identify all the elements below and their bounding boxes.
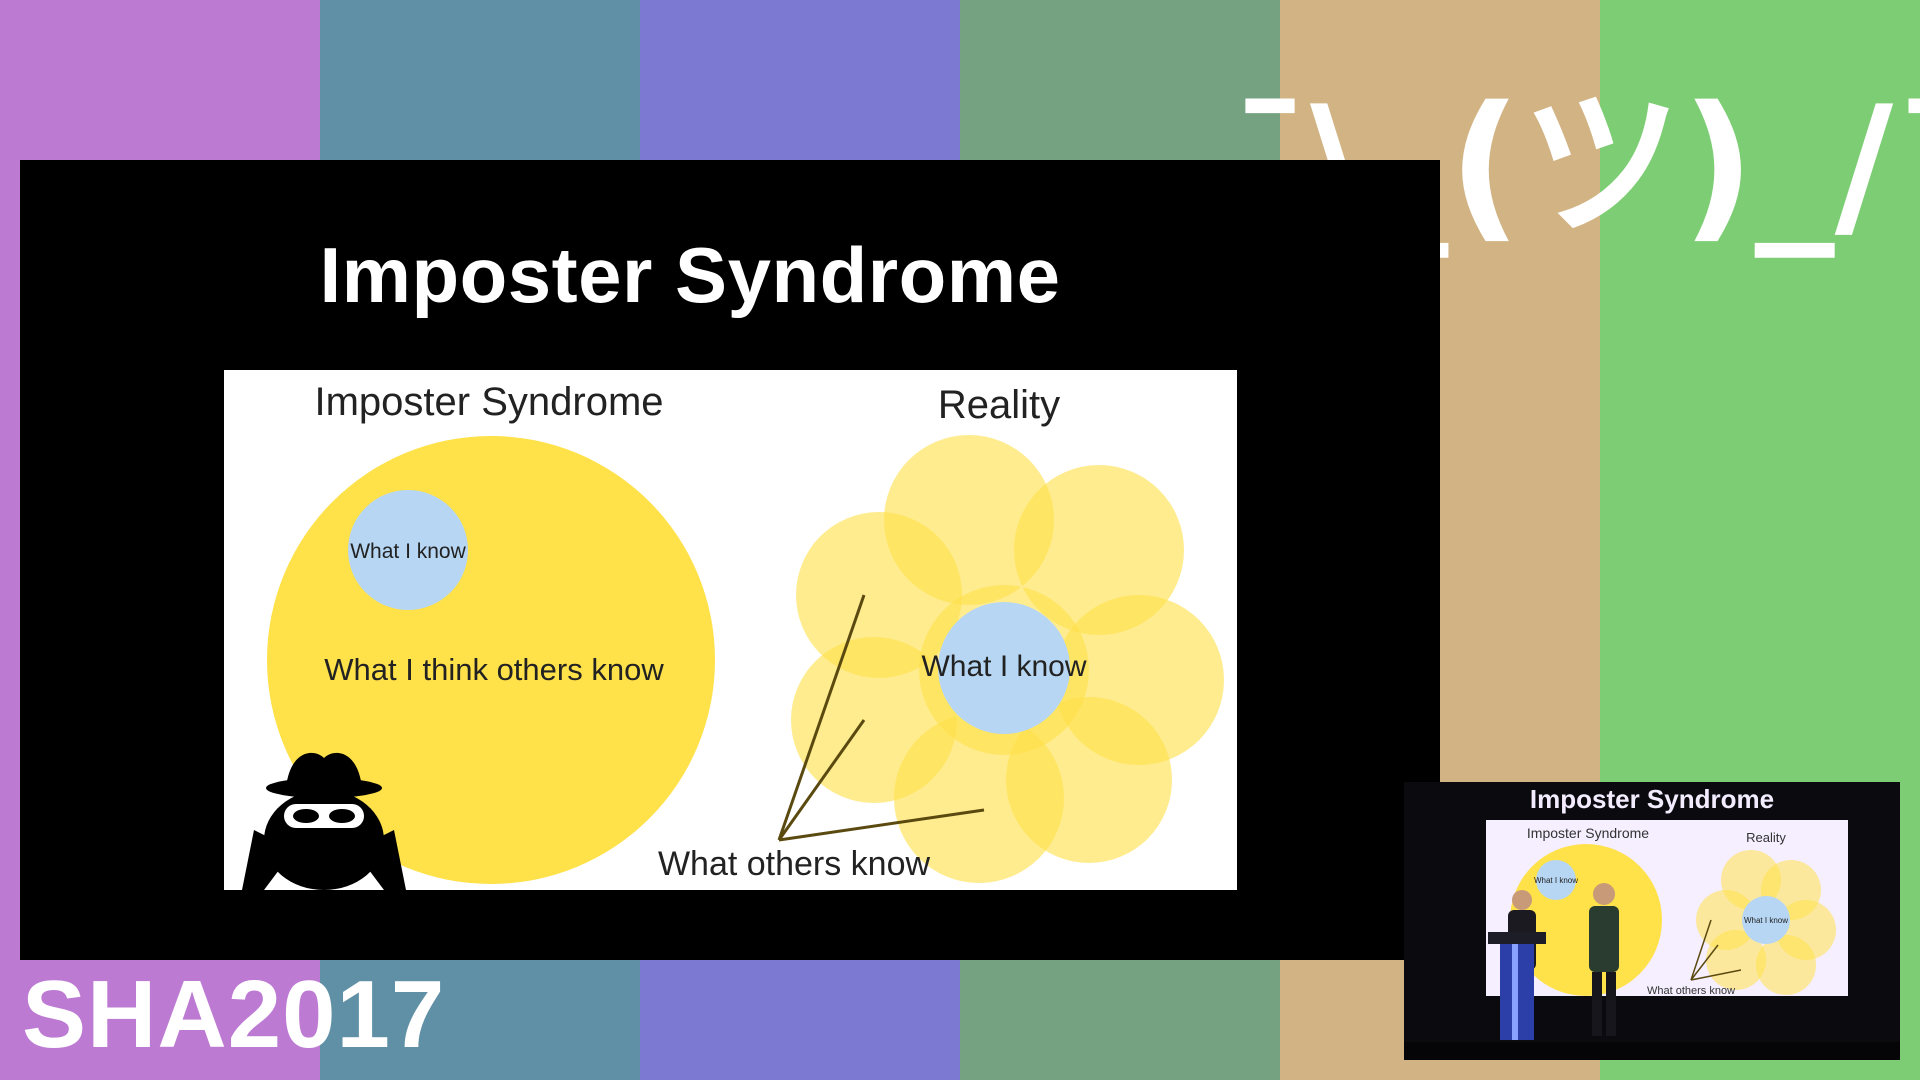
feed-others-label: What others know bbox=[1647, 985, 1735, 996]
right-heading: Reality bbox=[938, 383, 1060, 427]
feed-inner-circle bbox=[1536, 860, 1576, 900]
inner-circle bbox=[348, 490, 468, 610]
inner-circle-label: What I know bbox=[350, 540, 466, 563]
slide-title: Imposter Syndrome bbox=[319, 231, 1061, 319]
feed-center-circle bbox=[1742, 896, 1790, 944]
spy-icon bbox=[242, 752, 406, 890]
center-label: What I know bbox=[921, 650, 1086, 683]
feed-left-small-label: What I know bbox=[1534, 876, 1578, 885]
podium bbox=[1488, 932, 1546, 1040]
feed-right-heading: Reality bbox=[1746, 830, 1786, 845]
outer-circle-label: What I think others know bbox=[324, 652, 664, 687]
others-know-label: What others know bbox=[658, 845, 931, 883]
pointer-lines bbox=[777, 594, 985, 842]
left-heading: Imposter Syndrome bbox=[314, 380, 663, 424]
feed-right-small-label: What I know bbox=[1744, 916, 1788, 925]
center-blue-circle bbox=[938, 602, 1070, 734]
feed-screen-title: Imposter Syndrome bbox=[1529, 784, 1775, 814]
feed-pointer-lines bbox=[1690, 919, 1742, 981]
feed-left-heading: Imposter Syndrome bbox=[1527, 825, 1649, 841]
feed-projection-screen: Imposter Syndrome What I know Reality Wh… bbox=[1486, 820, 1848, 996]
slide-image: Imposter Syndrome What I know What I thi… bbox=[224, 370, 1237, 890]
speaker-2 bbox=[1589, 883, 1619, 1036]
speaker-camera-feed: Imposter Syndrome Imposter Syndrome What… bbox=[1404, 782, 1900, 1060]
feed-stage bbox=[1404, 883, 1900, 1060]
event-logo: SHA2017 bbox=[22, 961, 446, 1068]
presentation-slide: Imposter Syndrome Imposter Syndrome What… bbox=[20, 160, 1440, 960]
